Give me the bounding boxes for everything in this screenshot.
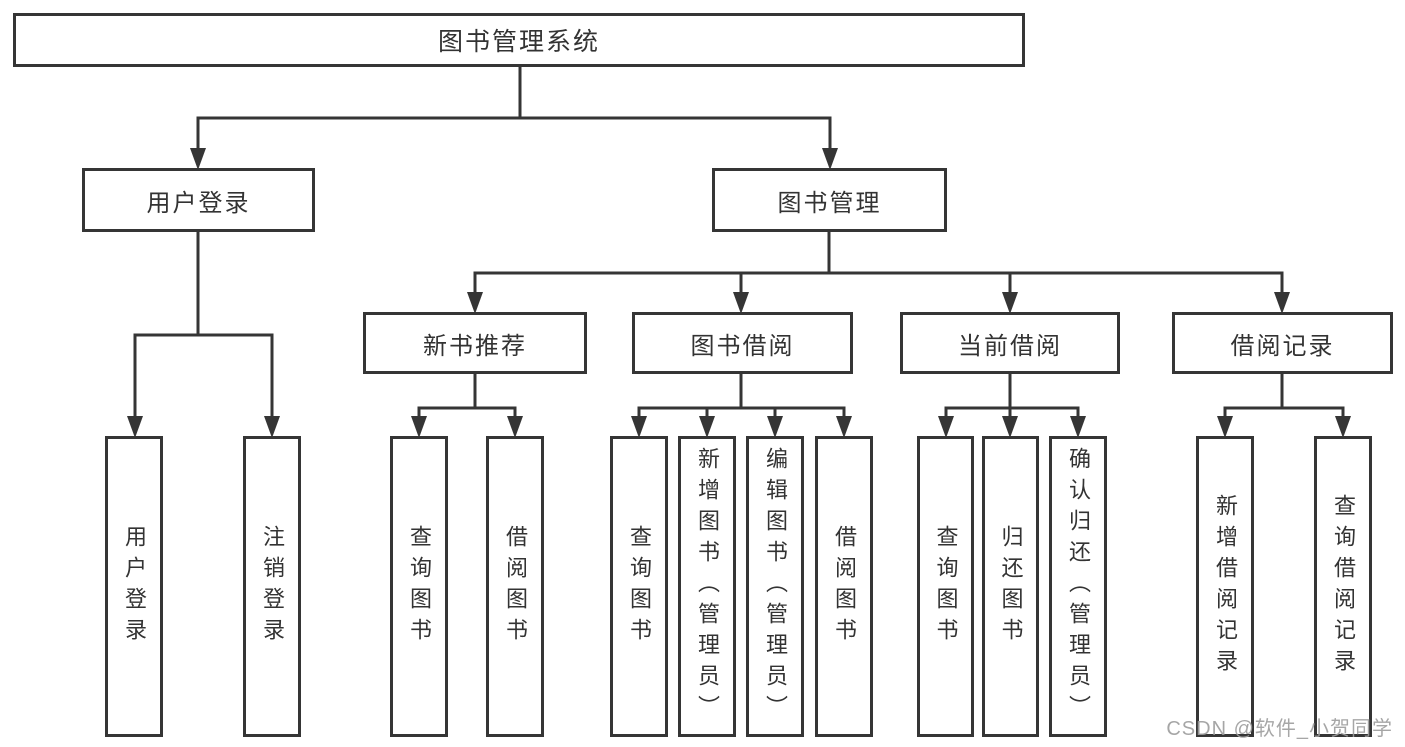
leaf-borrow-book: 借阅图书 bbox=[815, 436, 873, 737]
tree-edges bbox=[133, 64, 1345, 423]
leaf-add-book-admin-label: 新增图书（管理员） bbox=[695, 447, 720, 726]
leaf-query-borrow-record: 查询借阅记录 bbox=[1314, 436, 1372, 737]
leaf-logout-label: 注销登录 bbox=[260, 524, 285, 649]
leaf-query-book-current-label: 查询图书 bbox=[933, 524, 959, 649]
node-book-borrow-label: 图书借阅 bbox=[690, 332, 795, 360]
leaf-return-book: 归还图书 bbox=[982, 436, 1039, 737]
leaf-query-book-current: 查询图书 bbox=[917, 436, 974, 737]
node-borrow-record-label: 借阅记录 bbox=[1230, 332, 1335, 360]
node-user-login-branch: 用户登录 bbox=[82, 168, 315, 232]
node-book-management-branch: 图书管理 bbox=[712, 168, 947, 232]
leaf-query-book-newbook-label: 查询图书 bbox=[407, 524, 432, 649]
leaf-user-login-label: 用户登录 bbox=[122, 524, 147, 649]
leaf-query-book-borrow: 查询图书 bbox=[610, 436, 668, 737]
leaf-add-book-admin: 新增图书（管理员） bbox=[678, 436, 736, 737]
node-root-system: 图书管理系统 bbox=[13, 13, 1025, 67]
leaf-confirm-return-admin-label: 确认归还（管理员） bbox=[1066, 447, 1091, 726]
node-new-book-recommend: 新书推荐 bbox=[363, 312, 587, 374]
leaf-borrow-book-newbook-label: 借阅图书 bbox=[503, 524, 528, 649]
leaf-user-login: 用户登录 bbox=[105, 436, 163, 737]
node-borrow-record: 借阅记录 bbox=[1172, 312, 1393, 374]
leaf-add-borrow-record-label: 新增借阅记录 bbox=[1213, 493, 1238, 680]
node-book-borrow: 图书借阅 bbox=[632, 312, 853, 374]
leaf-logout: 注销登录 bbox=[243, 436, 301, 737]
node-root-label: 图书管理系统 bbox=[437, 28, 600, 56]
leaf-edit-book-admin: 编辑图书（管理员） bbox=[746, 436, 804, 737]
leaf-borrow-book-newbook: 借阅图书 bbox=[486, 436, 544, 737]
node-user-login-label: 用户登录 bbox=[146, 189, 251, 217]
node-new-book-recommend-label: 新书推荐 bbox=[423, 332, 527, 360]
node-current-borrow: 当前借阅 bbox=[900, 312, 1120, 374]
leaf-query-borrow-record-label: 查询借阅记录 bbox=[1331, 493, 1356, 680]
leaf-add-borrow-record: 新增借阅记录 bbox=[1196, 436, 1254, 737]
leaf-return-book-label: 归还图书 bbox=[998, 524, 1024, 649]
arrowhead-icons bbox=[127, 148, 1351, 438]
csdn-watermark: CSDN @软件_小贺同学 bbox=[1166, 718, 1393, 740]
leaf-query-book-borrow-label: 查询图书 bbox=[627, 524, 652, 649]
node-current-borrow-label: 当前借阅 bbox=[958, 332, 1062, 360]
leaf-edit-book-admin-label: 编辑图书（管理员） bbox=[763, 447, 788, 726]
leaf-confirm-return-admin: 确认归还（管理员） bbox=[1049, 436, 1107, 737]
leaf-borrow-book-label: 借阅图书 bbox=[832, 524, 857, 649]
leaf-query-book-newbook: 查询图书 bbox=[390, 436, 448, 737]
node-book-management-label: 图书管理 bbox=[777, 189, 882, 217]
